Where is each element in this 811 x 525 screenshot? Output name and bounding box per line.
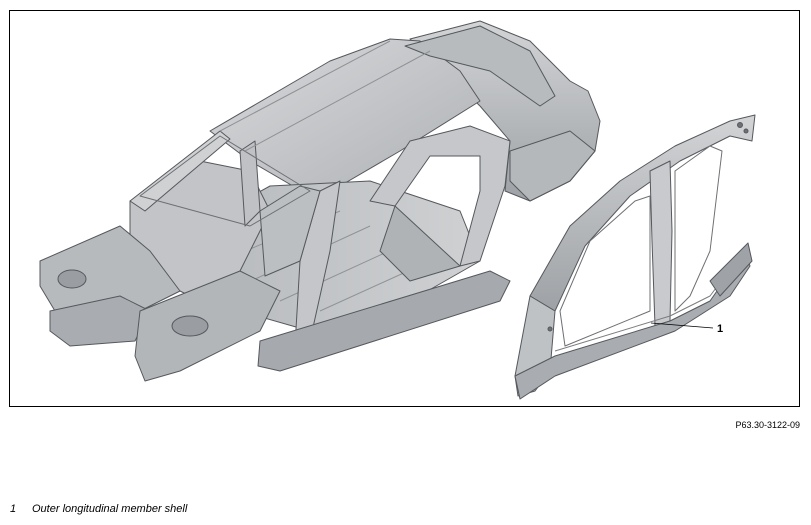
vehicle-body-shell-icon bbox=[39, 20, 601, 382]
figure-frame: 1 bbox=[9, 10, 800, 407]
outer-longitudinal-member-shell-icon bbox=[514, 114, 756, 400]
callout-number: 1 bbox=[717, 323, 723, 335]
body-shell-illustration: 1 bbox=[39, 20, 756, 400]
legend-item-text: Outer longitudinal member shell bbox=[32, 503, 188, 515]
figure-code: P63.30-3122-09 bbox=[735, 420, 800, 430]
legend-item-number: 1 bbox=[10, 503, 17, 515]
callout-leader-line bbox=[650, 322, 714, 329]
legend: 1 Outer longitudinal member shell bbox=[10, 503, 187, 515]
